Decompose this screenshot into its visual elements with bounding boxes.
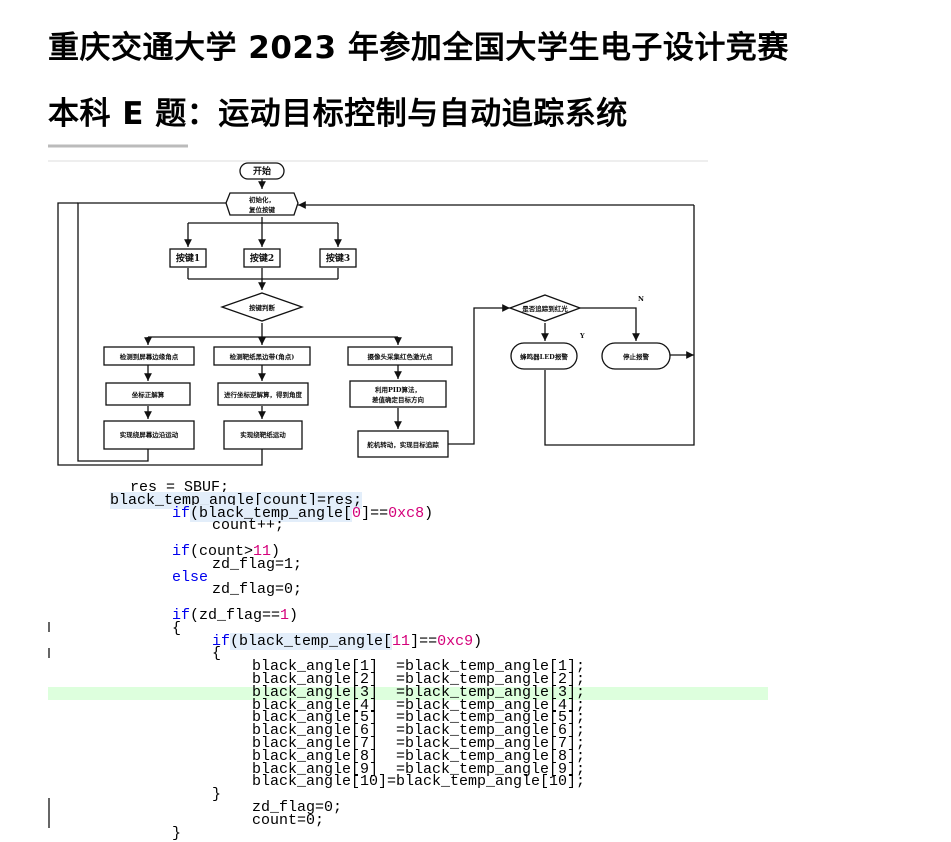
branch1-detect-label: 检测到屏幕边缘角点 bbox=[120, 352, 179, 361]
branch2-move-label: 实现绕靶纸运动 bbox=[240, 430, 286, 439]
key-judge-label: 按键判断 bbox=[249, 303, 276, 312]
code-line: black_angle[5] =black_temp_angle[5]; bbox=[252, 709, 586, 727]
branch1-solve-node bbox=[105, 382, 191, 406]
code-line: count=0; bbox=[252, 811, 325, 829]
stop-alarm-node bbox=[601, 342, 671, 370]
code-line: black_angle[7] =black_temp_angle[7]; bbox=[252, 734, 586, 752]
key1-label: 按键1 bbox=[176, 252, 200, 264]
code-figure: res = SBUF; black_temp_angle[count]=res;… bbox=[48, 479, 768, 840]
branch2-detect-label: 检测靶纸黑边带(角点) bbox=[230, 352, 295, 361]
init-node bbox=[225, 192, 299, 216]
code-line: { bbox=[172, 619, 182, 637]
code-number: 0xc8 bbox=[388, 504, 425, 522]
code-number: 11 bbox=[392, 632, 411, 650]
code-line: } bbox=[212, 786, 222, 804]
branch3-pid-label-1: 利用PID算法， bbox=[375, 385, 421, 394]
code-line: black_angle[1] =black_temp_angle[1]; bbox=[252, 658, 586, 676]
branch1-solve-label: 坐标正解算 bbox=[132, 390, 165, 399]
branch2-solve-node bbox=[217, 382, 309, 406]
keyword: if bbox=[212, 632, 231, 650]
branch1-move-label: 实现绕屏幕边沿运动 bbox=[120, 430, 179, 439]
branch3-servo-node bbox=[357, 430, 449, 458]
code-line: zd_flag=0; bbox=[212, 581, 303, 599]
code-text: black_temp_angle[count]=res; bbox=[110, 491, 363, 509]
code-line: count++; bbox=[212, 517, 285, 535]
branch2-move-node bbox=[223, 420, 303, 450]
tracked-label: 是否追踪到红光 bbox=[521, 304, 568, 313]
gutter-mark bbox=[48, 798, 50, 828]
flowchart-figure: 开始 初始化， 复位按键 按键1 按键2 按键3 按键判断 检测到屏幕边缘角点 … bbox=[48, 144, 708, 466]
code-line: } bbox=[172, 824, 182, 842]
keyword: if bbox=[172, 606, 191, 624]
key2-label: 按键2 bbox=[250, 252, 274, 264]
problem-title: 本科 E 题：运动目标控制与自动追踪系统 bbox=[48, 96, 628, 132]
gutter-mark bbox=[48, 648, 50, 658]
code-line: res = SBUF; bbox=[130, 479, 230, 496]
key3-label: 按键3 bbox=[326, 252, 350, 264]
branch1-move-node bbox=[103, 420, 195, 450]
gutter-mark bbox=[48, 622, 50, 632]
branch3-capture-label: 摄像头采集红色激光点 bbox=[368, 352, 434, 361]
code-number: 0xc9 bbox=[437, 632, 474, 650]
code-line: black_angle[2] =black_temp_angle[2]; bbox=[252, 670, 586, 688]
start-node bbox=[239, 162, 285, 180]
code-number: 0 bbox=[352, 504, 362, 522]
code-line: black_angle[8] =black_temp_angle[8]; bbox=[252, 747, 586, 765]
key1-node bbox=[169, 248, 207, 268]
branch3-servo-label: 舵机转动，实现目标追踪 bbox=[367, 440, 439, 449]
code-line: black_angle[9] =black_temp_angle[9]; bbox=[252, 760, 586, 778]
code-line: black_angle[10]=black_temp_angle[10]; bbox=[252, 773, 586, 791]
code-line-current: black_angle[3] =black_temp_angle[3]; bbox=[48, 685, 768, 700]
key3-node bbox=[319, 248, 357, 268]
branch2-solve-label: 进行坐标逆解算，得到角度 bbox=[224, 390, 303, 399]
key2-node bbox=[243, 248, 281, 268]
code-text: ) bbox=[424, 504, 434, 522]
start-label: 开始 bbox=[253, 165, 271, 177]
branch3-pid-node bbox=[349, 380, 447, 408]
branch2-detect-node bbox=[213, 346, 311, 366]
code-number: 11 bbox=[253, 542, 272, 560]
init-label-1: 初始化， bbox=[249, 195, 275, 204]
code-line: black_angle[6] =black_temp_angle[6]; bbox=[252, 722, 586, 740]
keyword: if bbox=[172, 504, 191, 522]
code-line: if(zd_flag==1) bbox=[48, 606, 768, 624]
code-text: ) bbox=[473, 632, 483, 650]
code-line: if(black_temp_angle[0]==0xc8) bbox=[48, 504, 768, 522]
branch3-capture-node bbox=[347, 346, 453, 366]
code-text: zd_flag=1; bbox=[212, 555, 303, 573]
document-title: 重庆交通大学 2023 年参加全国大学生电子设计竞赛 bbox=[48, 30, 789, 66]
alarm-label: 蜂鸣器LED报警 bbox=[520, 352, 568, 361]
code-text: ]== bbox=[410, 632, 438, 650]
code-text: ]== bbox=[361, 504, 389, 522]
key-judge-node bbox=[220, 292, 304, 322]
code-line: zd_flag=0; bbox=[252, 798, 343, 816]
init-label-2: 复位按键 bbox=[248, 205, 276, 214]
branch3-pid-label-2: 差值确定目标方向 bbox=[372, 395, 425, 404]
keyword: if bbox=[172, 542, 191, 560]
code-text: (black_temp_angle[ bbox=[190, 504, 353, 522]
code-line: { bbox=[212, 645, 222, 663]
code-line: else bbox=[172, 568, 209, 586]
branch1-detect-node bbox=[103, 346, 195, 366]
code-text: (black_temp_angle[ bbox=[230, 632, 393, 650]
yes-label: Y bbox=[579, 332, 585, 340]
code-number: 1 bbox=[280, 606, 290, 624]
code-text: ) bbox=[289, 606, 299, 624]
code-line: if(count>11) bbox=[48, 542, 768, 560]
code-text: (zd_flag== bbox=[190, 606, 281, 624]
code-line: black_temp_angle[count]=res; bbox=[48, 491, 768, 509]
tracked-decision-node bbox=[508, 294, 582, 322]
alarm-node bbox=[510, 342, 578, 370]
code-line: black_angle[4] =black_temp_angle[4]; bbox=[252, 696, 586, 714]
code-line: zd_flag=1; bbox=[48, 555, 768, 573]
code-line: if(black_temp_angle[11]==0xc9) bbox=[48, 632, 768, 650]
stop-alarm-label: 停止报警 bbox=[623, 352, 650, 361]
no-label: N bbox=[638, 295, 644, 303]
code-text: (count> bbox=[190, 542, 254, 560]
code-text: ) bbox=[271, 542, 281, 560]
